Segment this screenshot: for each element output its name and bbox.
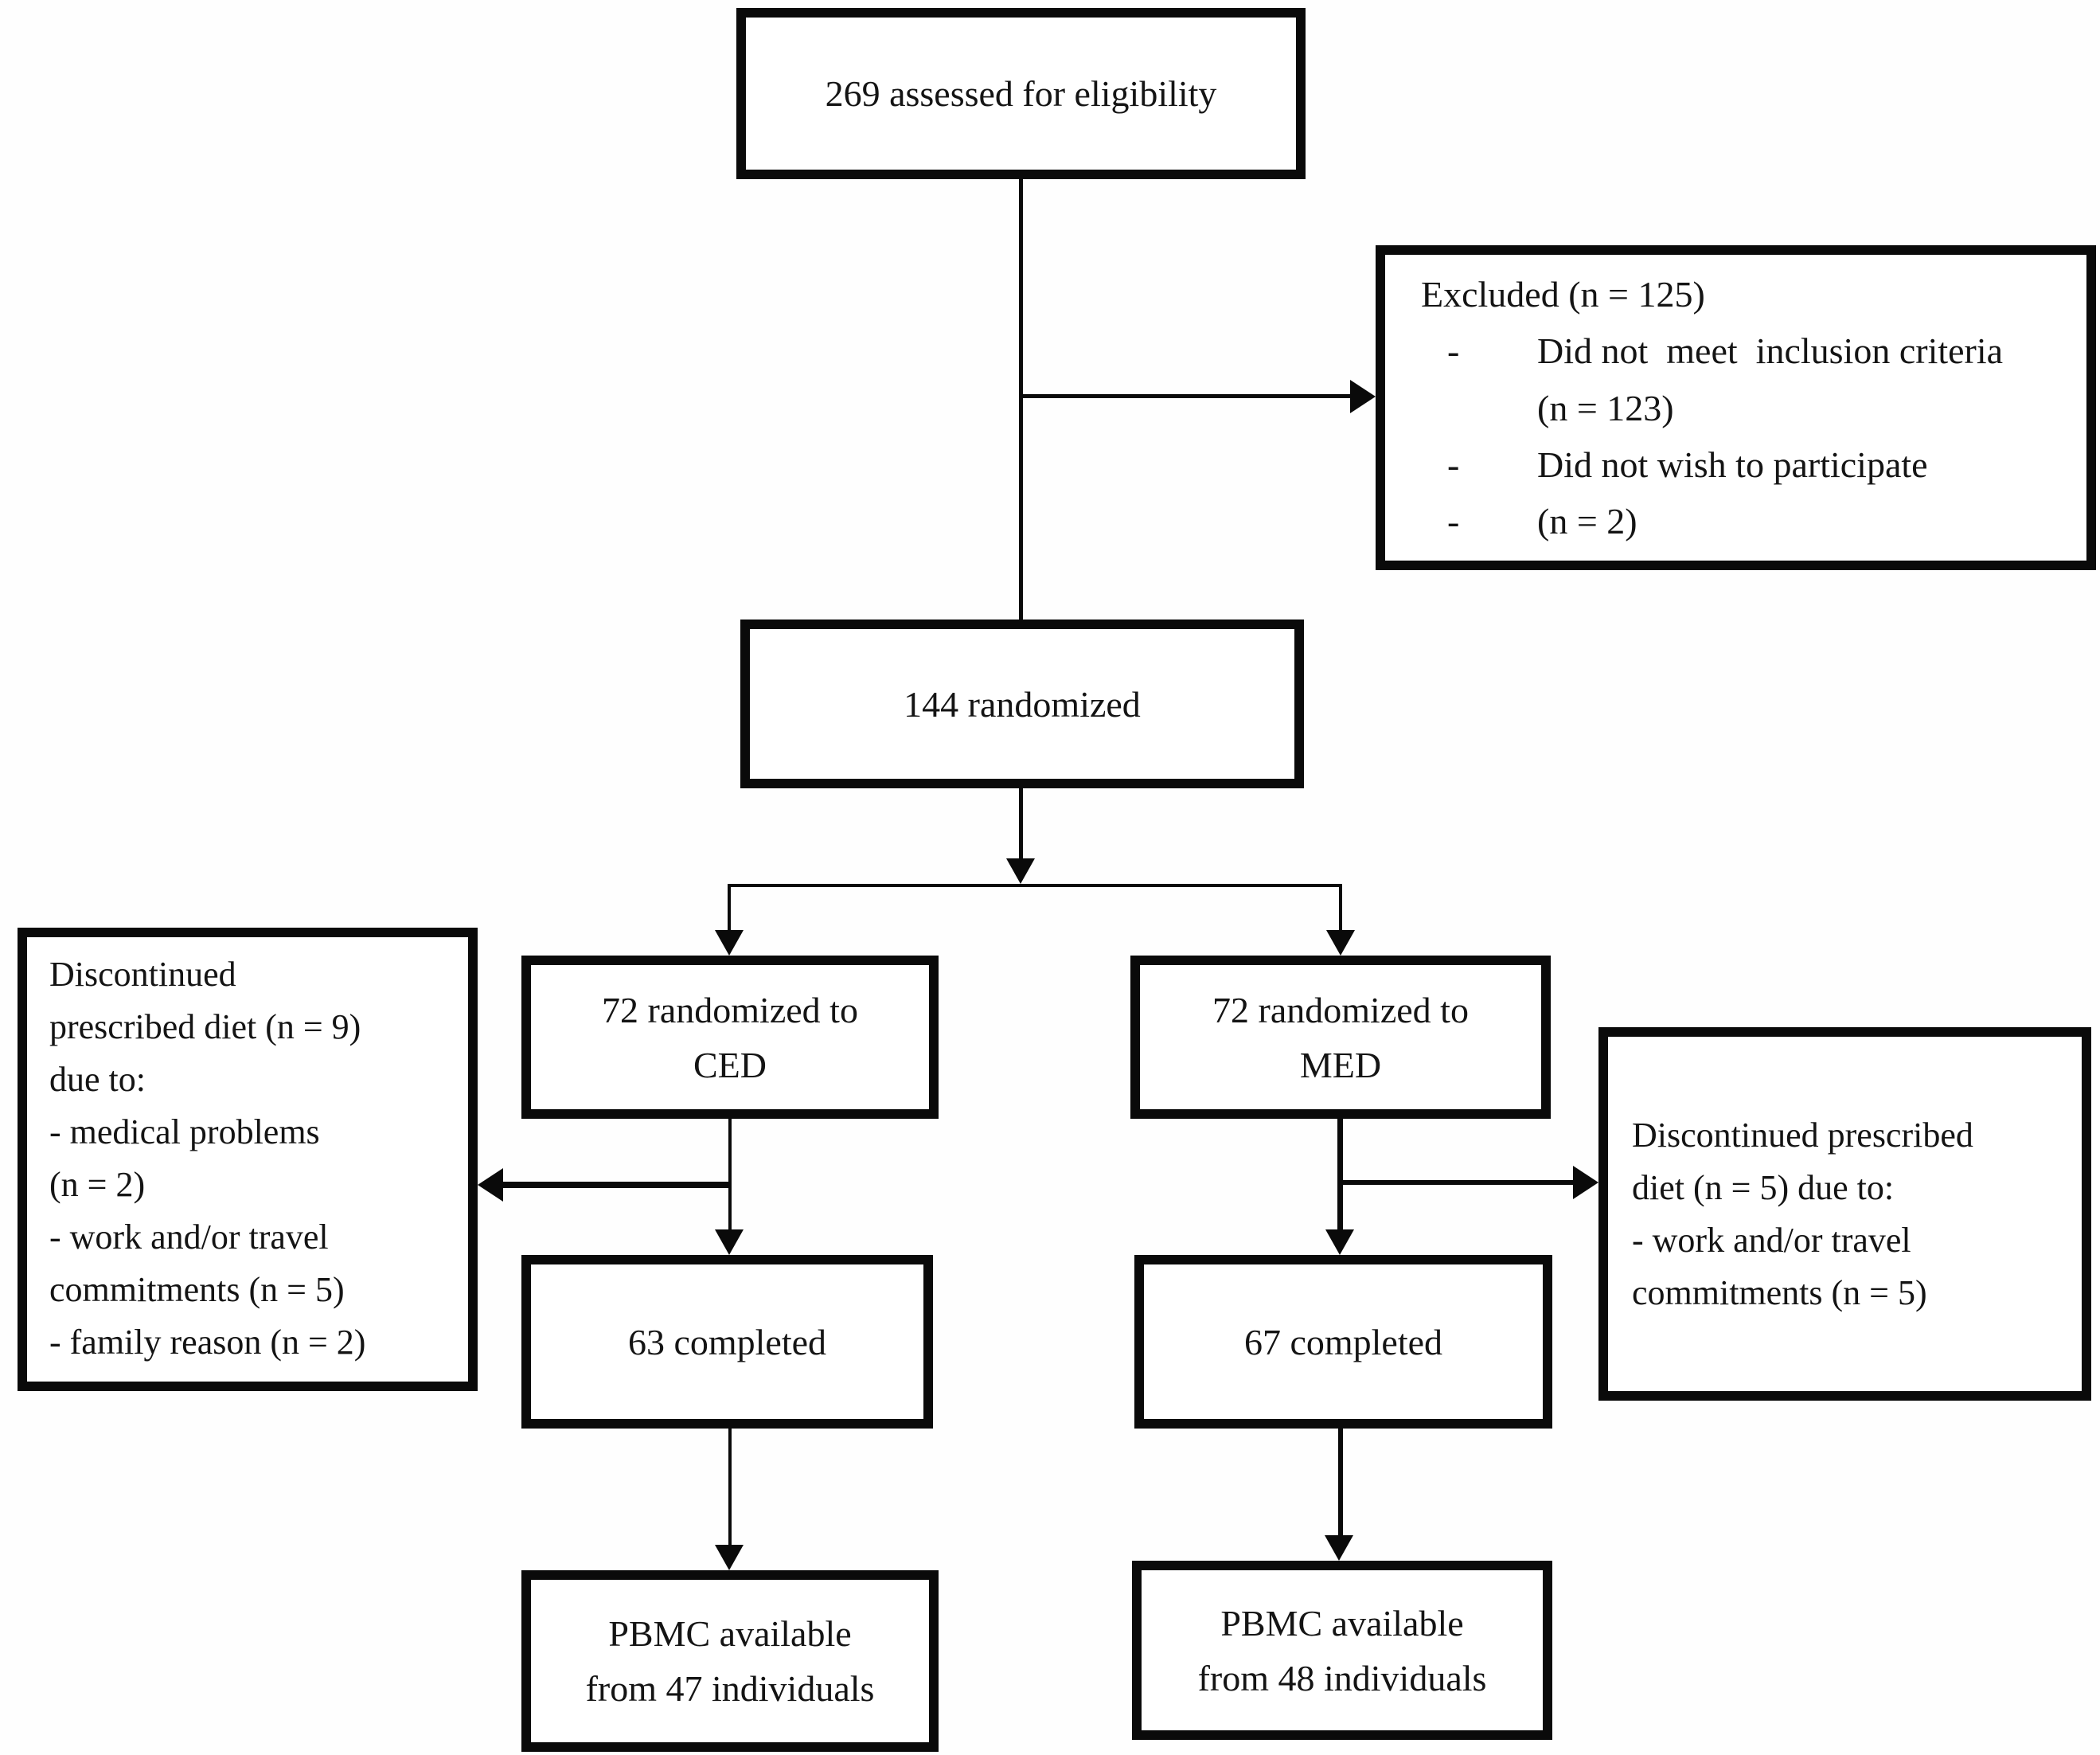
pbmc-ced-line: PBMC available	[608, 1613, 852, 1654]
randomized-med-line: MED	[1299, 1044, 1382, 1085]
discontinued-ced-line: commitments (n = 5)	[49, 1270, 345, 1309]
box-randomized-ced: 72 randomized to CED	[521, 956, 939, 1119]
box-discontinued-ced: Discontinued prescribed diet (n = 9) due…	[18, 928, 478, 1391]
bullet-dash: -	[1447, 330, 1460, 372]
box-excluded: Excluded (n = 125) - Did not meet inclus…	[1376, 245, 2096, 570]
excluded-item: - (n = 2)	[1421, 493, 2079, 549]
box-pbmc-ced: PBMC available from 47 individuals	[521, 1570, 939, 1752]
arrowhead-ced-pbmc	[715, 1545, 744, 1570]
discontinued-med-line: Discontinued prescribed	[1632, 1115, 1973, 1155]
discontinued-med-line: diet (n = 5) due to:	[1632, 1167, 1895, 1207]
pbmc-med-line: from 48 individuals	[1197, 1657, 1487, 1698]
discontinued-ced-line: - family reason (n = 2)	[49, 1323, 366, 1362]
line-ced-to-pbmc	[728, 1429, 732, 1545]
randomized-med-line: 72 randomized to	[1212, 989, 1469, 1030]
line-split-med-drop	[1339, 884, 1342, 930]
line-med-to-discontinued	[1343, 1180, 1574, 1185]
bullet-dash: -	[1447, 444, 1460, 485]
box-randomized-med: 72 randomized to MED	[1130, 956, 1551, 1119]
excluded-item: - Did not wish to participate	[1421, 436, 2079, 493]
box-completed-med: 67 completed	[1134, 1255, 1552, 1429]
line-ced-to-completed	[728, 1119, 732, 1230]
excluded-title: Excluded (n = 125)	[1421, 274, 1705, 315]
completed-med-label: 67 completed	[1243, 1321, 1443, 1362]
arrowhead-ced-completed	[715, 1229, 744, 1255]
box-pbmc-med: PBMC available from 48 individuals	[1132, 1561, 1552, 1740]
arrowhead-med-discontinued	[1573, 1166, 1598, 1199]
discontinued-ced-line: (n = 2)	[49, 1165, 146, 1204]
discontinued-med-line: commitments (n = 5)	[1632, 1272, 1927, 1312]
box-eligibility: 269 assessed for eligibility	[736, 8, 1306, 179]
arrowhead-med-pbmc	[1325, 1535, 1353, 1561]
discontinued-ced-line: - work and/or travel	[49, 1218, 329, 1257]
excluded-item: - Did not meet inclusion criteria (n = 1…	[1421, 322, 2079, 436]
randomized-label: 144 randomized	[904, 683, 1141, 725]
excluded-item-line: Did not meet inclusion criteria	[1537, 330, 2004, 372]
line-split-horizontal	[729, 884, 1341, 887]
arrowhead-med-completed	[1325, 1229, 1354, 1255]
arrowhead-split-ced	[715, 930, 744, 956]
completed-ced-label: 63 completed	[627, 1321, 827, 1362]
excluded-item-text: Did not meet inclusion criteria (n = 123…	[1537, 322, 2079, 436]
line-eligibility-down	[1019, 179, 1023, 620]
discontinued-ced-line: - medical problems	[49, 1112, 320, 1151]
bullet-dash: -	[1447, 501, 1460, 542]
pbmc-ced-line: from 47 individuals	[585, 1668, 875, 1709]
pbmc-med-line: PBMC available	[1220, 1602, 1464, 1644]
line-ced-to-discontinued	[503, 1182, 730, 1188]
box-discontinued-med: Discontinued prescribed diet (n = 5) due…	[1598, 1027, 2091, 1401]
arrowhead-split-med	[1326, 930, 1355, 956]
arrowhead-ced-discontinued	[478, 1168, 503, 1202]
excluded-item-line: Did not wish to participate	[1537, 444, 1928, 485]
excluded-item-line: (n = 2)	[1537, 501, 1637, 542]
arrowhead-split	[1006, 858, 1035, 884]
line-split-ced-drop	[728, 884, 731, 930]
line-med-to-completed	[1337, 1119, 1343, 1230]
box-completed-ced: 63 completed	[521, 1255, 933, 1429]
discontinued-med-line: - work and/or travel	[1632, 1220, 1911, 1260]
excluded-item-line: (n = 123)	[1537, 387, 1674, 428]
randomized-ced-line: CED	[693, 1044, 767, 1085]
discontinued-ced-line: prescribed diet (n = 9)	[49, 1007, 361, 1046]
line-randomized-down	[1019, 788, 1023, 858]
line-med-to-pbmc	[1338, 1429, 1343, 1535]
eligibility-label: 269 assessed for eligibility	[825, 73, 1217, 114]
line-to-excluded	[1021, 394, 1353, 398]
randomized-ced-line: 72 randomized to	[602, 989, 858, 1030]
discontinued-ced-line: due to:	[49, 1060, 146, 1099]
arrowhead-to-excluded	[1350, 380, 1376, 413]
discontinued-ced-line: Discontinued	[49, 955, 236, 994]
box-randomized: 144 randomized	[740, 620, 1304, 788]
